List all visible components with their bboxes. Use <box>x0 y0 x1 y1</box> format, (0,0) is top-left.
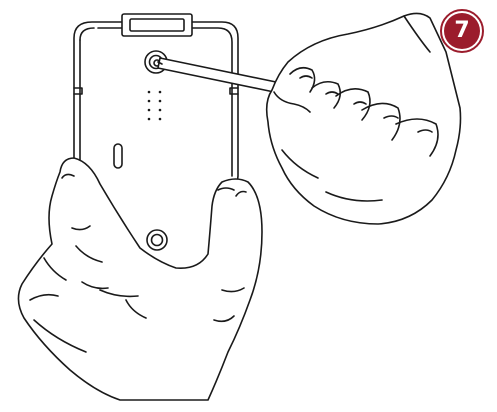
top-latch-tab <box>122 14 192 36</box>
step-number: 7 <box>444 13 480 49</box>
bottom-screw <box>147 230 167 250</box>
step-number-badge: 7 <box>440 9 484 53</box>
right-hand <box>267 13 461 224</box>
